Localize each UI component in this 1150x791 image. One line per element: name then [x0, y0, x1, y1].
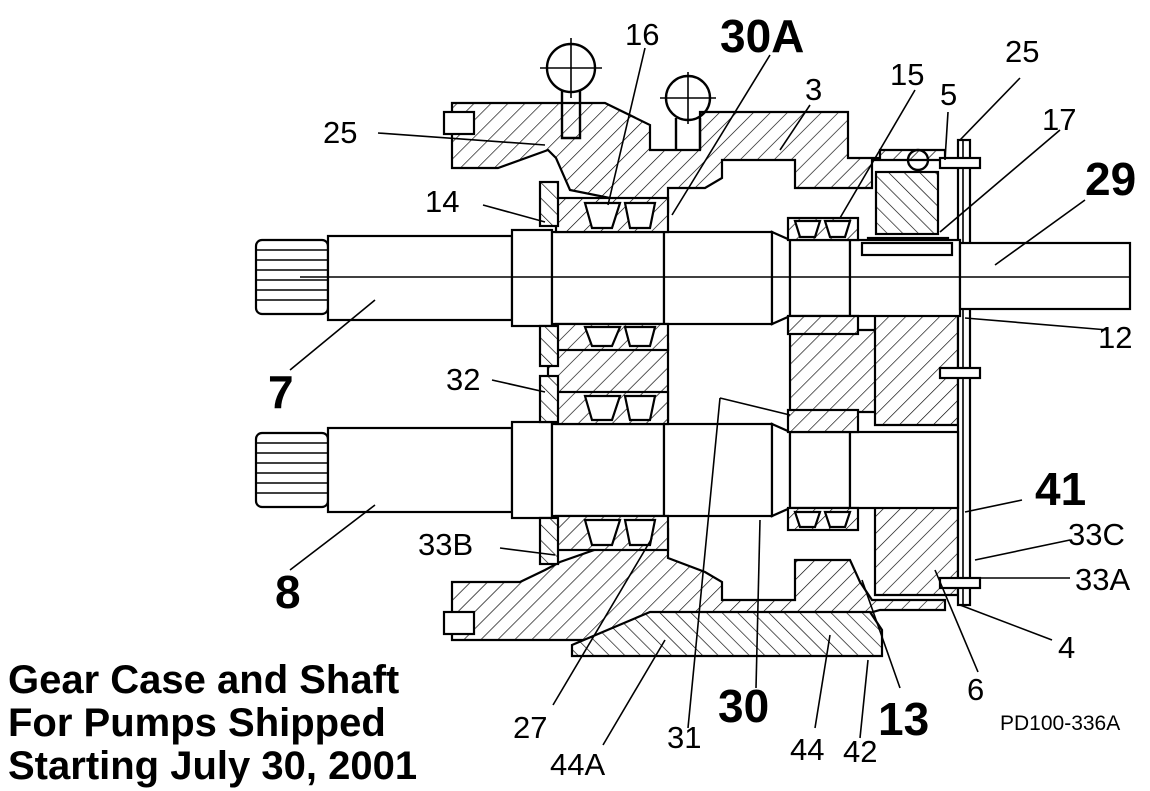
callout-17: 17 [1042, 102, 1076, 137]
callout-29: 29 [1085, 153, 1136, 205]
callout-44: 44 [790, 732, 824, 767]
callout-7: 7 [268, 366, 294, 418]
bolts [442, 110, 982, 636]
title-line-1: Gear Case and Shaft [8, 658, 399, 702]
callout-3: 3 [805, 72, 822, 107]
callout-5: 5 [940, 77, 957, 112]
callout-14: 14 [425, 184, 459, 219]
callout-8: 8 [275, 566, 301, 618]
callout-6: 6 [967, 672, 984, 707]
callout-44A: 44A [550, 747, 605, 782]
callout-4: 4 [1058, 630, 1075, 665]
callout-27: 27 [513, 710, 547, 745]
lifting-eye-left [540, 38, 602, 140]
title-block: Gear Case and Shaft For Pumps Shipped St… [8, 658, 417, 788]
callout-42: 42 [843, 734, 877, 769]
callout-33B: 33B [418, 527, 473, 562]
bearing-lower-left [554, 390, 670, 552]
callout-15: 15 [890, 57, 924, 92]
base-plate [570, 610, 884, 658]
callout-12: 12 [1098, 320, 1132, 355]
left-retainers [538, 180, 560, 566]
bearing-lower-right [786, 408, 860, 532]
drawing-number: PD100-336A [1000, 712, 1120, 735]
title-line-2: For Pumps Shipped [8, 701, 386, 745]
callout-31: 31 [667, 720, 701, 755]
callout-33C: 33C [1068, 517, 1125, 552]
spline-teeth-lower [256, 442, 328, 494]
callout-33A: 33A [1075, 562, 1130, 597]
callout-25-top: 25 [1005, 34, 1039, 69]
callouts: 16 30A 15 25 3 5 17 25 14 29 12 7 32 41 … [268, 10, 1136, 782]
callout-13: 13 [878, 693, 929, 745]
spline-teeth-upper [256, 249, 328, 301]
callout-16: 16 [625, 17, 659, 52]
callout-30: 30 [718, 680, 769, 732]
lifting-eye-right [660, 72, 716, 150]
callout-30A: 30A [720, 10, 804, 62]
callout-32: 32 [446, 362, 480, 397]
leader-lines [289, 47, 1109, 746]
callout-25-left: 25 [323, 115, 357, 150]
upper-shaft [254, 228, 1132, 328]
lower-shaft [254, 420, 960, 520]
title-line-3: Starting July 30, 2001 [8, 744, 417, 788]
callout-41: 41 [1035, 463, 1086, 515]
bearing-upper-right [786, 216, 860, 336]
